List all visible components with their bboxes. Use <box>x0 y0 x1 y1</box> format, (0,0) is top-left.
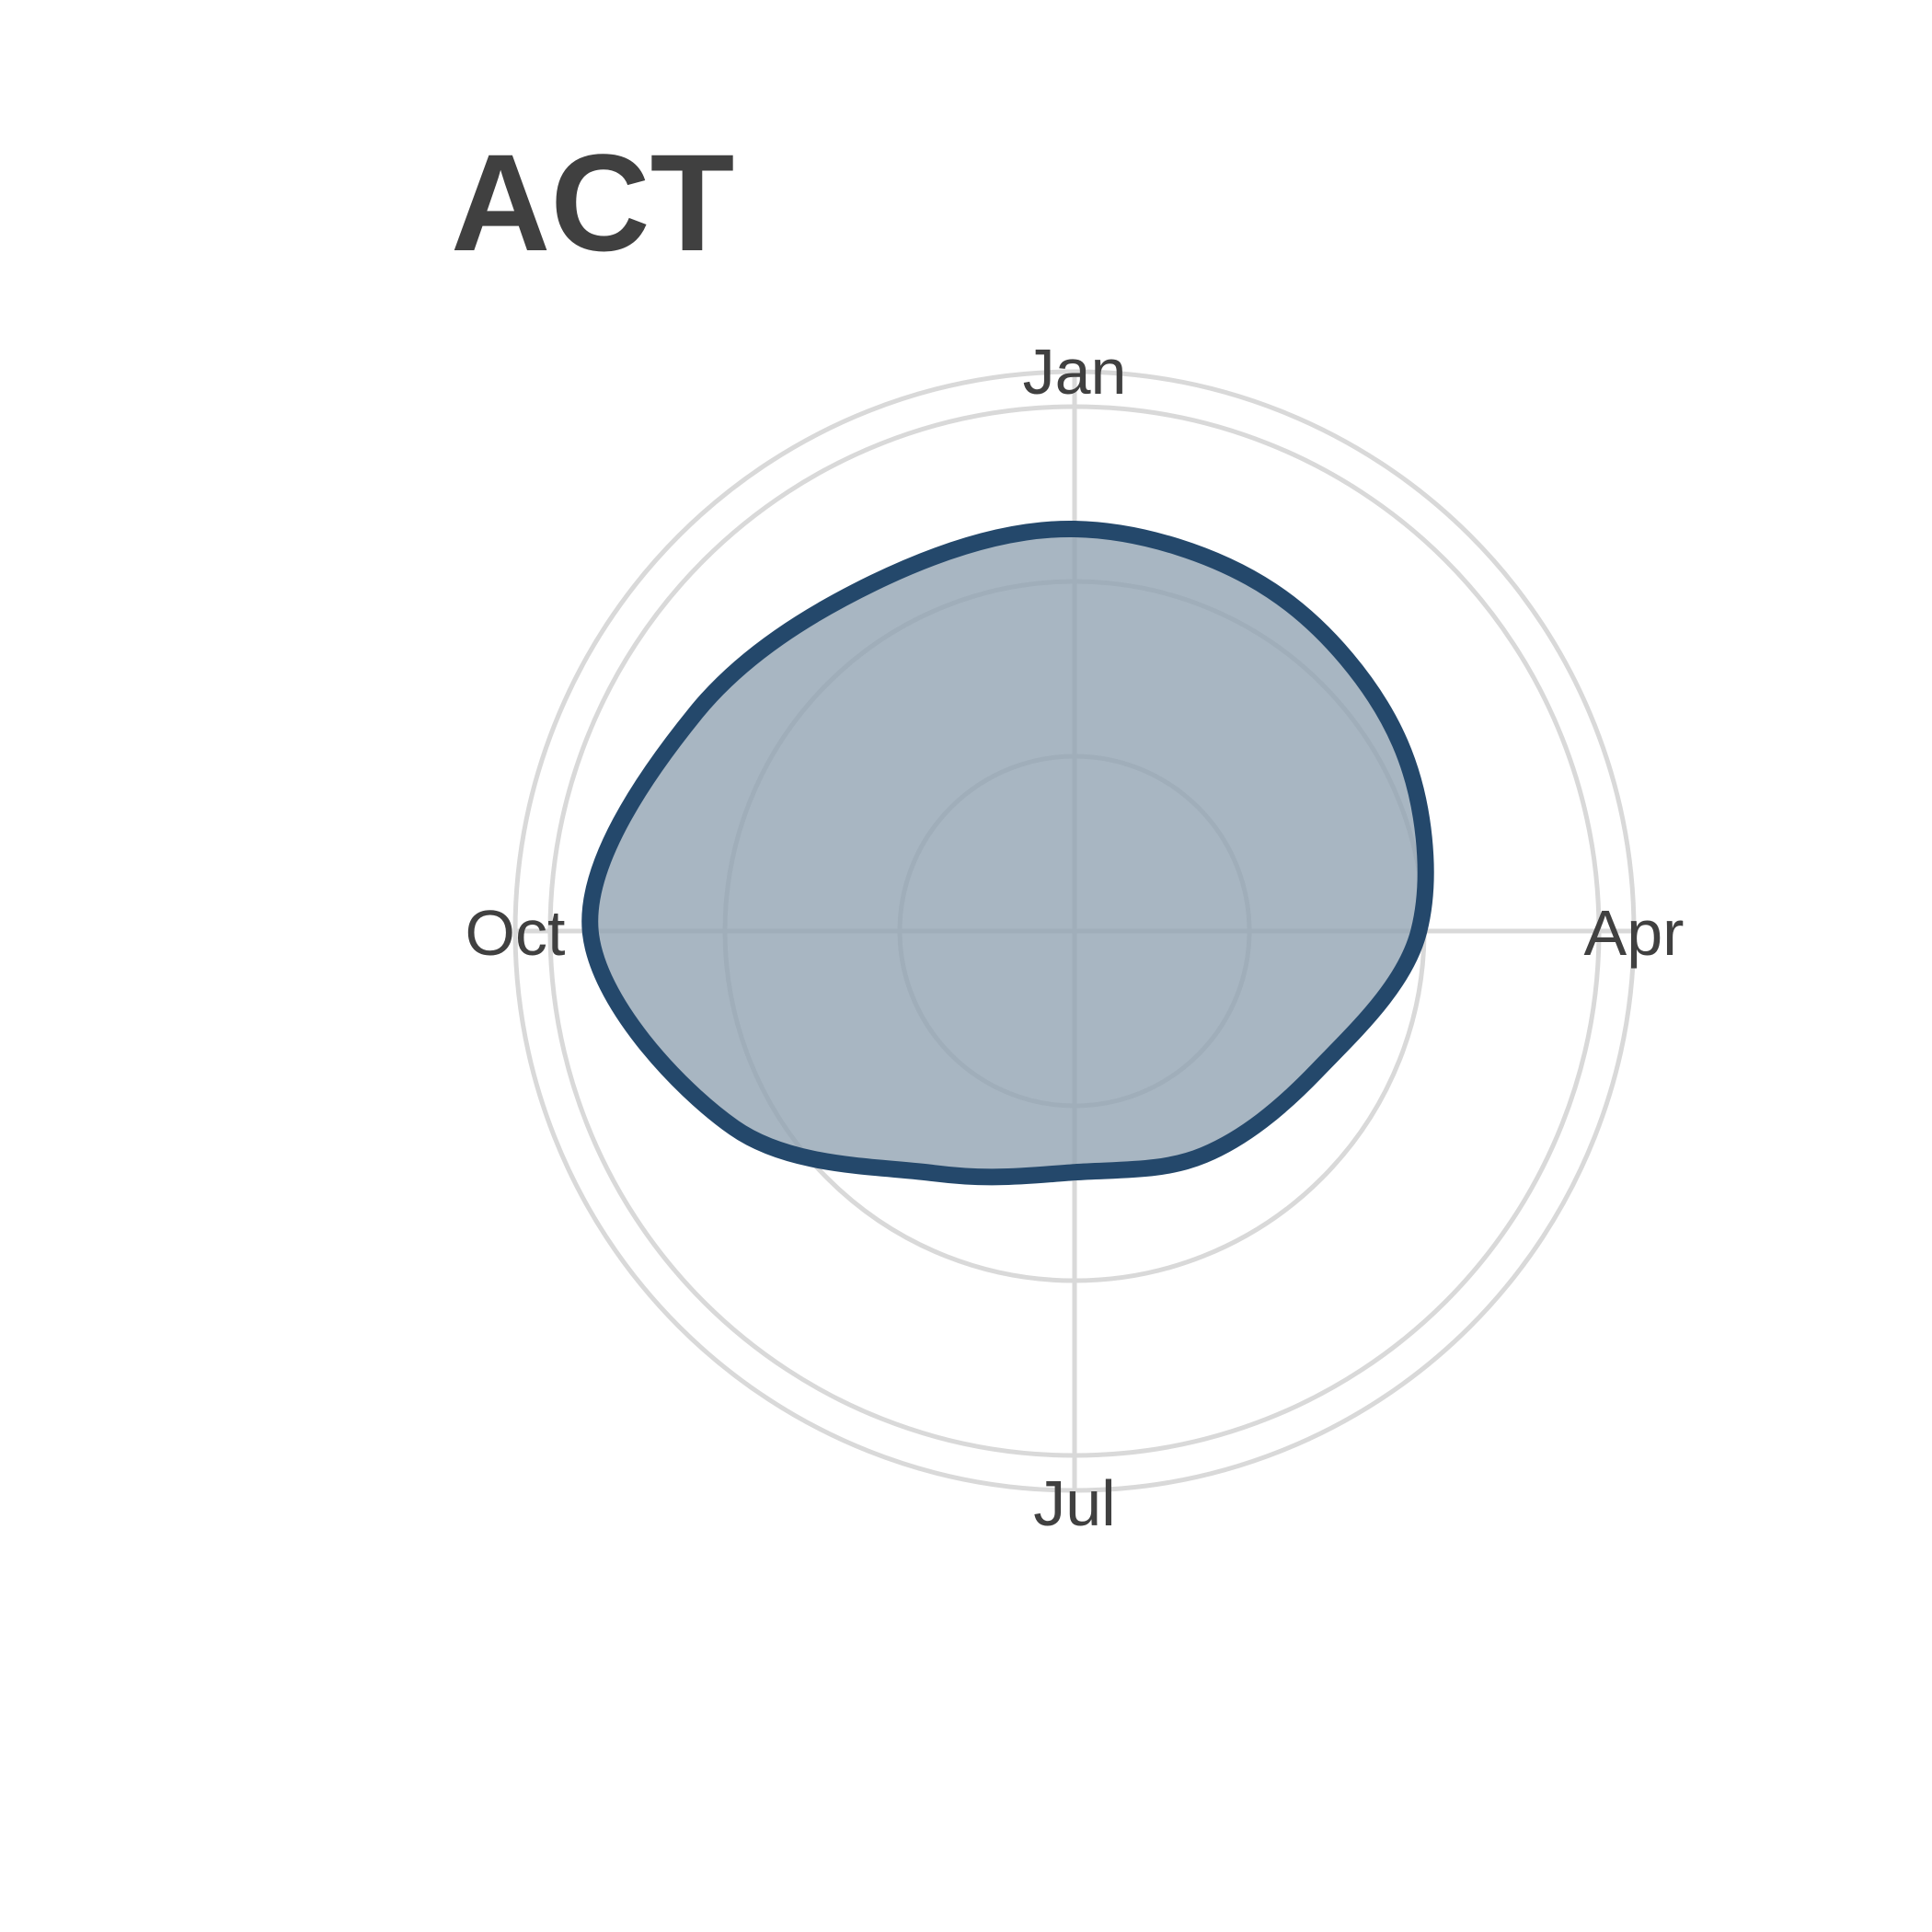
theta-label-jul: Jul <box>1033 1467 1115 1539</box>
theta-label-oct: Oct <box>466 897 566 969</box>
series-area-1 <box>581 520 1434 1186</box>
theta-label-apr: Apr <box>1584 897 1685 969</box>
series-layer <box>581 520 1434 1186</box>
chart-title: ACT <box>451 125 734 280</box>
theta-label-jan: Jan <box>1023 336 1127 408</box>
